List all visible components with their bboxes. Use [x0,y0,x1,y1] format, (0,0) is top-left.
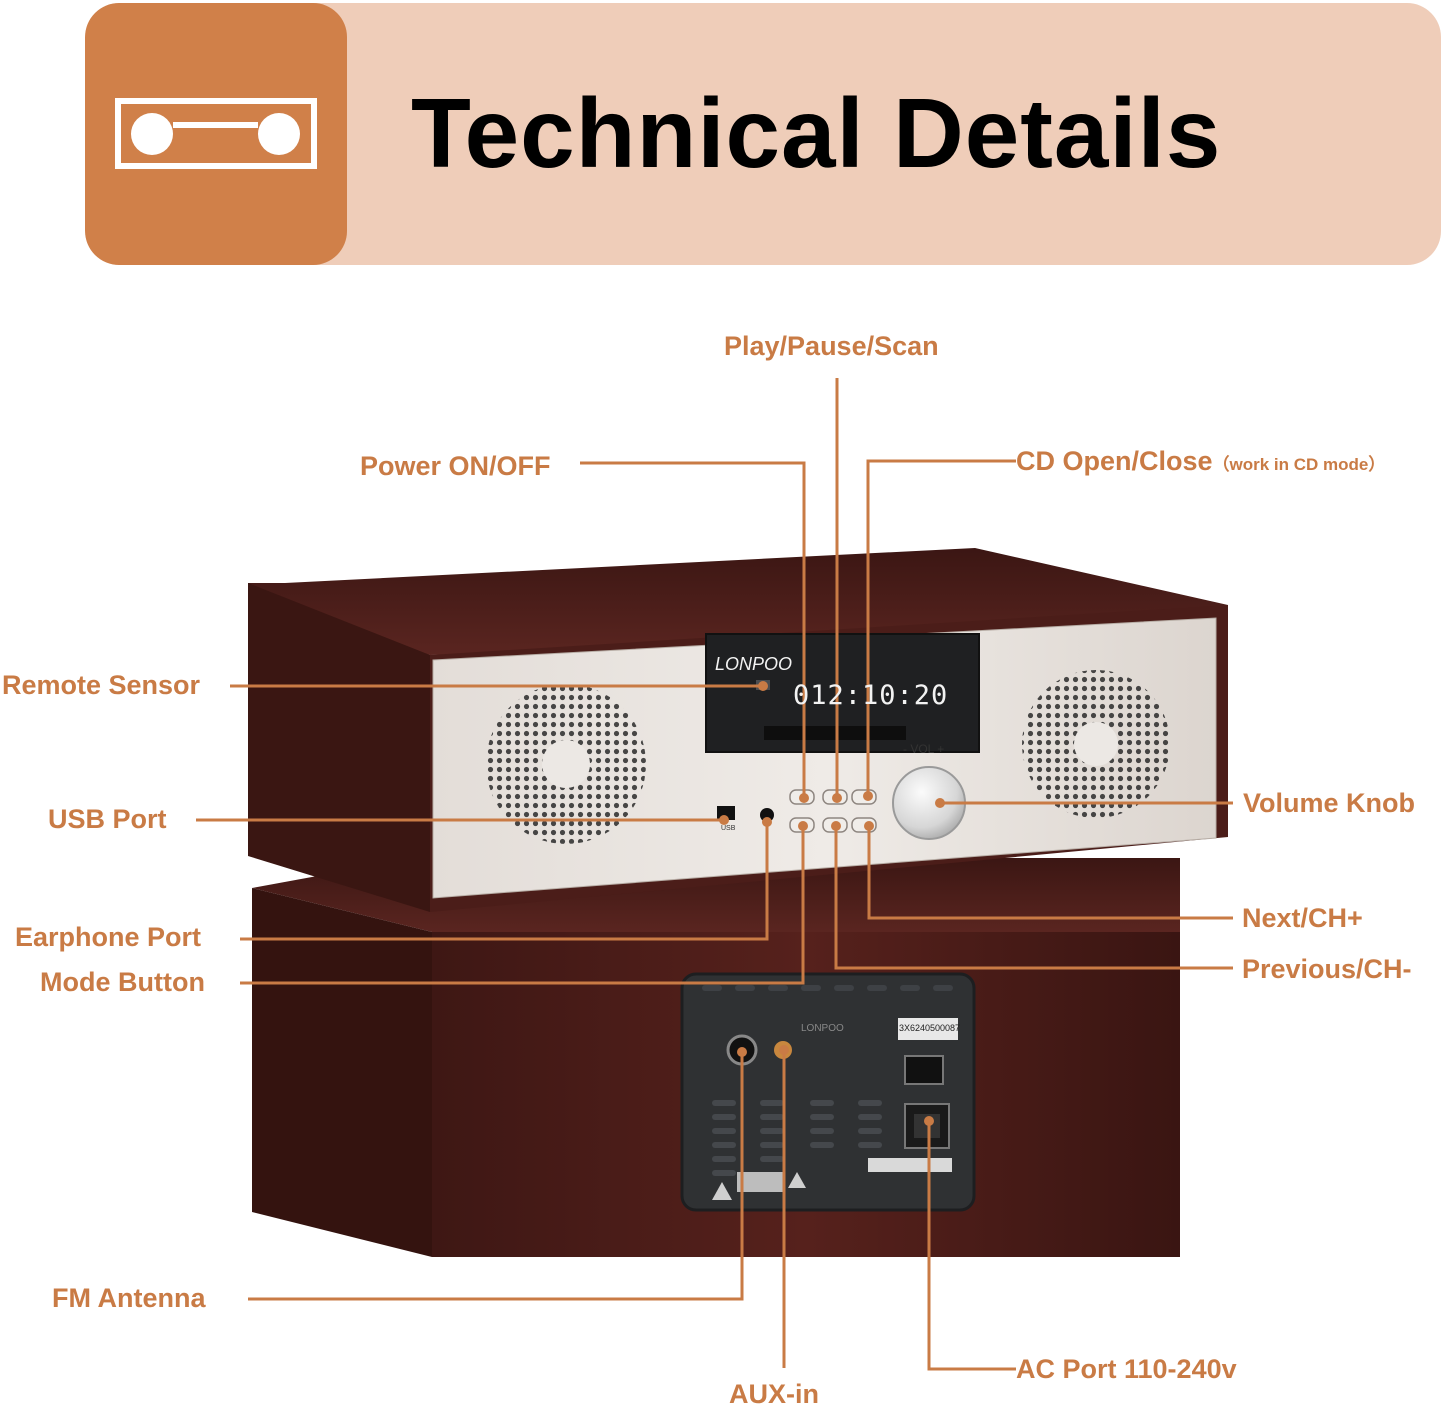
label-previous: Previous/CH- [1242,954,1412,984]
label-mode: Mode Button [40,967,205,997]
back-panel [680,972,976,1212]
serial-sticker: 3X6240500087 [899,1023,961,1033]
label-earphone: Earphone Port [15,922,202,952]
label-play-pause: Play/Pause/Scan [724,331,939,361]
label-power: Power ON/OFF [360,451,551,481]
display-time: 012:10:20 [793,680,949,711]
label-next: Next/CH+ [1242,903,1363,933]
label-cd-open: CD Open/Close（work in CD mode） [1016,448,1385,475]
main-unit [248,548,1228,912]
label-volume-knob: Volume Knob [1243,788,1415,818]
page-title: Technical Details [411,78,1222,188]
label-usb-port: USB Port [48,804,167,834]
header-banner: Technical Details [85,3,1441,265]
leader-lines [196,378,1233,1371]
volume-label: - VOL + [903,742,945,756]
label-remote-sensor: Remote Sensor [2,670,201,700]
label-aux-in: AUX-in [729,1379,819,1409]
header-icon-tile [85,3,347,265]
label-cd-open-text: CD Open/Close [1016,446,1213,476]
label-ac-port: AC Port 110-240v [1016,1354,1237,1384]
label-fm-antenna: FM Antenna [52,1283,206,1313]
usb-label: USB [721,825,736,832]
back-brand-label: LONPOO [801,1023,844,1034]
cassette-icon [115,98,317,169]
brand-logo: LONPOO [715,654,793,674]
label-cd-note: （work in CD mode） [1212,455,1386,474]
